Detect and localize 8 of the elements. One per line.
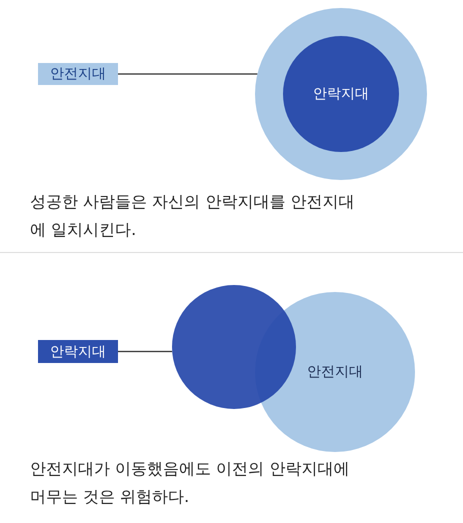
leader-line [118, 350, 172, 352]
leader-line [118, 73, 258, 75]
caption-text: 성공한 사람들은 자신의 안락지대를 안전지대에 일치시킨다. [30, 191, 356, 241]
caption-text: 안전지대가 이동했음에도 이전의 안락지대에 머무는 것은 위험하다. [30, 458, 350, 508]
circle-label: 안전지대 [307, 363, 363, 381]
label-tag: 안전지대 [38, 63, 118, 85]
label-tag: 안락지대 [38, 340, 118, 363]
circle-label: 안락지대 [313, 85, 369, 103]
